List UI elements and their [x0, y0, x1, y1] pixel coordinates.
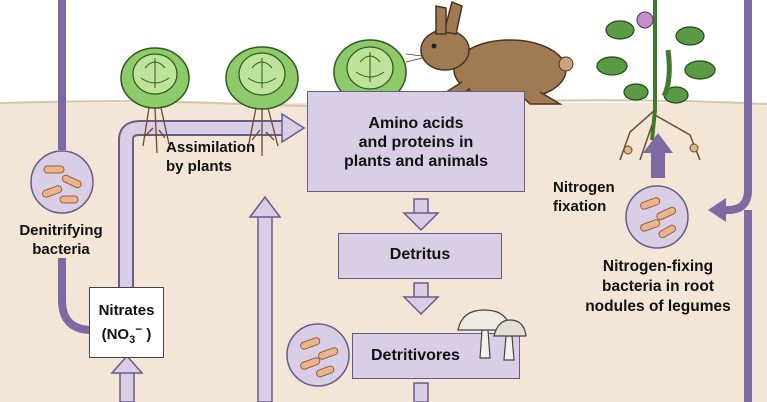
fixation-arrow-icon	[708, 198, 726, 222]
decomposition-arrow-icon	[402, 198, 440, 232]
nitrates-box	[89, 287, 164, 358]
amino-acids-box	[307, 91, 525, 192]
ammonification-pipe	[413, 382, 429, 402]
mushroom-icon	[457, 309, 527, 361]
fixation-up-arrow-icon	[643, 133, 673, 178]
nitrification-arrow-icon	[110, 354, 144, 374]
nitrogen-fixing-bacteria-label: Nitrogen-fixing bacteria in root nodules…	[585, 258, 731, 315]
denitrifying-bacteria-icon	[30, 150, 94, 214]
ammonium-pipe	[257, 214, 273, 402]
assimilation-arrow-icon	[281, 112, 306, 144]
fixation-pipe	[724, 0, 752, 214]
detritivore-bacteria-icon	[286, 323, 350, 387]
detritus-arrow-icon	[402, 282, 440, 316]
rabbit-icon	[405, 0, 574, 105]
cabbage-icon	[225, 46, 299, 156]
cabbage-icon	[333, 39, 407, 105]
detritivores-label: Detritivores	[371, 347, 460, 364]
nitrogen-fixation-label: Nitrogen fixation	[553, 179, 615, 215]
detritus-box	[338, 233, 502, 279]
legume-plant-icon	[596, 0, 716, 161]
denitrifying-bacteria-label: Denitrifying bacteria	[19, 222, 103, 258]
nitrates-formula: (NO3− )	[101, 322, 152, 346]
nitrates-label: Nitrates (NO3− )	[89, 301, 164, 350]
detritivores-box	[352, 333, 520, 379]
nitrogen-fixing-bacteria-icon	[625, 185, 689, 249]
ammonium-arrow-icon	[248, 195, 282, 218]
assimilation-label: Assimilation by plants	[166, 139, 256, 175]
denitrification-pipe	[58, 0, 93, 334]
nitrification-pipe	[119, 371, 135, 402]
cabbage-icon	[120, 47, 190, 154]
amino-acids-label: Amino acids and proteins in plants and a…	[343, 115, 489, 170]
detritus-label: Detritus	[389, 246, 451, 263]
